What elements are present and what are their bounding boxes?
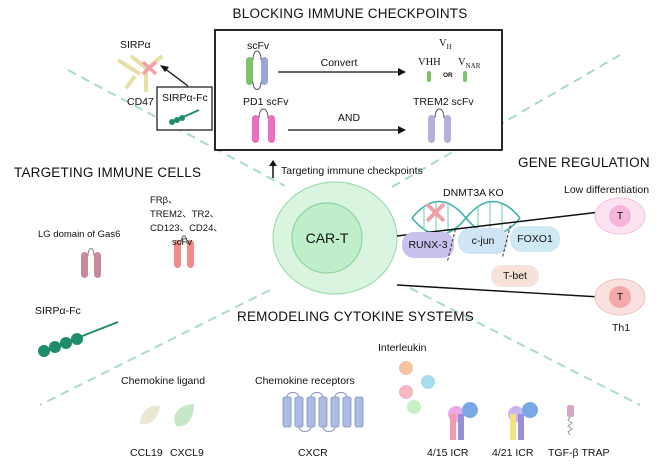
gas6-icon [81, 248, 101, 278]
sirpa-fc-box [156, 86, 213, 131]
or-label: OR [443, 72, 453, 79]
heading-gene-regulation: GENE REGULATION [518, 155, 650, 170]
convert-label: Convert [320, 57, 358, 69]
runx3-pill: RUNX-3 [402, 232, 454, 258]
gas6-label: LG domain of Gas6 [38, 229, 121, 240]
ccl19-icon [140, 405, 160, 425]
cd47-label: CD47 [127, 96, 154, 108]
pd1-scfv-label: PD1 scFv [243, 96, 289, 108]
tbet-pill: T-bet [491, 265, 539, 287]
sirpa-cd47-icon [116, 54, 164, 92]
target-line-3: CD123、CD24、 [150, 223, 223, 234]
sirpa-fc-chain-icon [38, 321, 119, 357]
sirpa-fc-arrow [163, 67, 189, 87]
sirpa-fc-box-label: SIRPα-Fc [162, 92, 208, 104]
vnar-bar-icon [463, 71, 467, 82]
scfv-label: scFv [247, 40, 270, 52]
pd1-scfv-icon [252, 108, 275, 143]
icr-421-label: 4/21 ICR [492, 447, 534, 459]
t-cell-2-label: T [616, 291, 624, 303]
th1-label: Th1 [612, 322, 631, 334]
tgf-trap-icon [567, 405, 574, 436]
cxcl9-icon [174, 404, 194, 427]
low-diff-label: Low differentiation [564, 184, 650, 196]
vh-label: VH [439, 38, 452, 52]
car-t-label: CAR-T [305, 230, 349, 246]
car-t-cell [272, 181, 398, 295]
heading-targeting-immune-cells: TARGETING IMMUNE CELLS [14, 165, 202, 180]
tgf-trap-label: TGF-β TRAP [548, 447, 610, 459]
chemokine-ligand-label: Chemokine ligand [121, 375, 206, 387]
heading-remodeling-cytokine: REMODELING CYTOKINE SYSTEMS [237, 309, 474, 324]
interleukin-label: Interleukin [378, 342, 427, 354]
vnar-label: VNAR [458, 57, 481, 71]
cxcr-label: CXCR [298, 447, 328, 459]
cxcr-icon [282, 396, 364, 428]
icr-421-icon [508, 402, 538, 440]
trem2-scfv-label: TREM2 scFv [413, 96, 474, 108]
cjun-pill: c-jun [458, 228, 508, 254]
interleukin-icon [399, 361, 435, 414]
target-line-4: scFv [172, 237, 193, 248]
trem2-scfv-icon [428, 108, 451, 143]
t-cell-1-label: T [616, 210, 624, 222]
foxo1-pill: FOXO1 [510, 226, 560, 252]
vhh-label: VHH [418, 57, 441, 68]
icr-415-icon [448, 402, 478, 440]
icr-415-label: 4/15 ICR [427, 447, 469, 459]
cxcl9-label: CXCL9 [170, 447, 204, 459]
sirpa-fc-chain-small-icon [169, 109, 200, 125]
chemokine-receptors-label: Chemokine receptors [255, 375, 355, 387]
scfv-icon [246, 50, 268, 90]
vhh-bar-icon [427, 71, 431, 82]
th1-arrow [396, 284, 601, 298]
ccl19-label: CCL19 [130, 447, 163, 459]
t-cell-low-diff [594, 197, 646, 235]
target-line-2: TREM2、TR2、 [150, 209, 220, 220]
target-line-1: FRβ、 [150, 195, 178, 206]
knockout-x-icon [425, 202, 446, 223]
target-scfv-icon [174, 235, 194, 268]
sirpa-label: SIRPα [120, 39, 151, 51]
targeting-checkpoints-label: Targeting immune checkpoints [281, 165, 423, 177]
sirpa-fc-label: SIRPα-Fc [35, 305, 81, 317]
heading-blocking-checkpoints: BLOCKING IMMUNE CHECKPOINTS [232, 6, 468, 21]
dnmt3a-label: DNMT3A KO [443, 187, 504, 199]
t-cell-th1 [594, 278, 646, 316]
and-label: AND [337, 112, 361, 124]
